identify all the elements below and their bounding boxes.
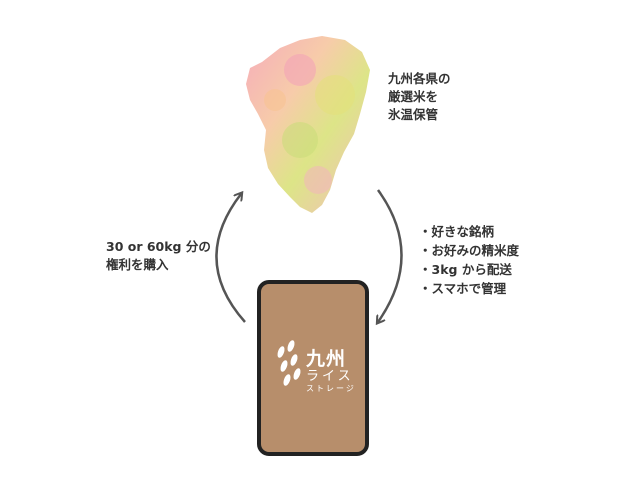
arrow-left (215, 194, 246, 323)
purchase-caption-line: 30 or 60kg 分の (106, 239, 211, 254)
purchase-caption: 30 or 60kg 分の 権利を購入 (106, 238, 211, 274)
brand-subname: ライス (306, 369, 354, 384)
kyushu-map (246, 36, 370, 213)
brand-tagline: ストレージ (306, 384, 356, 393)
feature-list: 好きな銘柄 お好みの精米度 3kg から配送 スマホで管理 (419, 222, 520, 298)
purchase-caption-line: 権利を購入 (106, 257, 169, 272)
feature-item: スマホで管理 (419, 279, 519, 298)
feature-item: お好みの精米度 (419, 241, 520, 260)
feature-item: 3kg から配送 (419, 260, 519, 279)
map-caption-line: 九州各県の (388, 71, 451, 86)
rice-grain-icon (277, 340, 301, 386)
map-caption-line: 氷温保管 (388, 107, 439, 122)
brand-name: 九州 (306, 348, 347, 370)
map-caption-line: 厳選米を (388, 89, 439, 104)
feature-item: 好きな銘柄 (419, 222, 519, 241)
map-caption: 九州各県の 厳選米を 氷温保管 (388, 70, 451, 124)
phone-card (257, 280, 369, 456)
arrow-right (378, 189, 403, 322)
